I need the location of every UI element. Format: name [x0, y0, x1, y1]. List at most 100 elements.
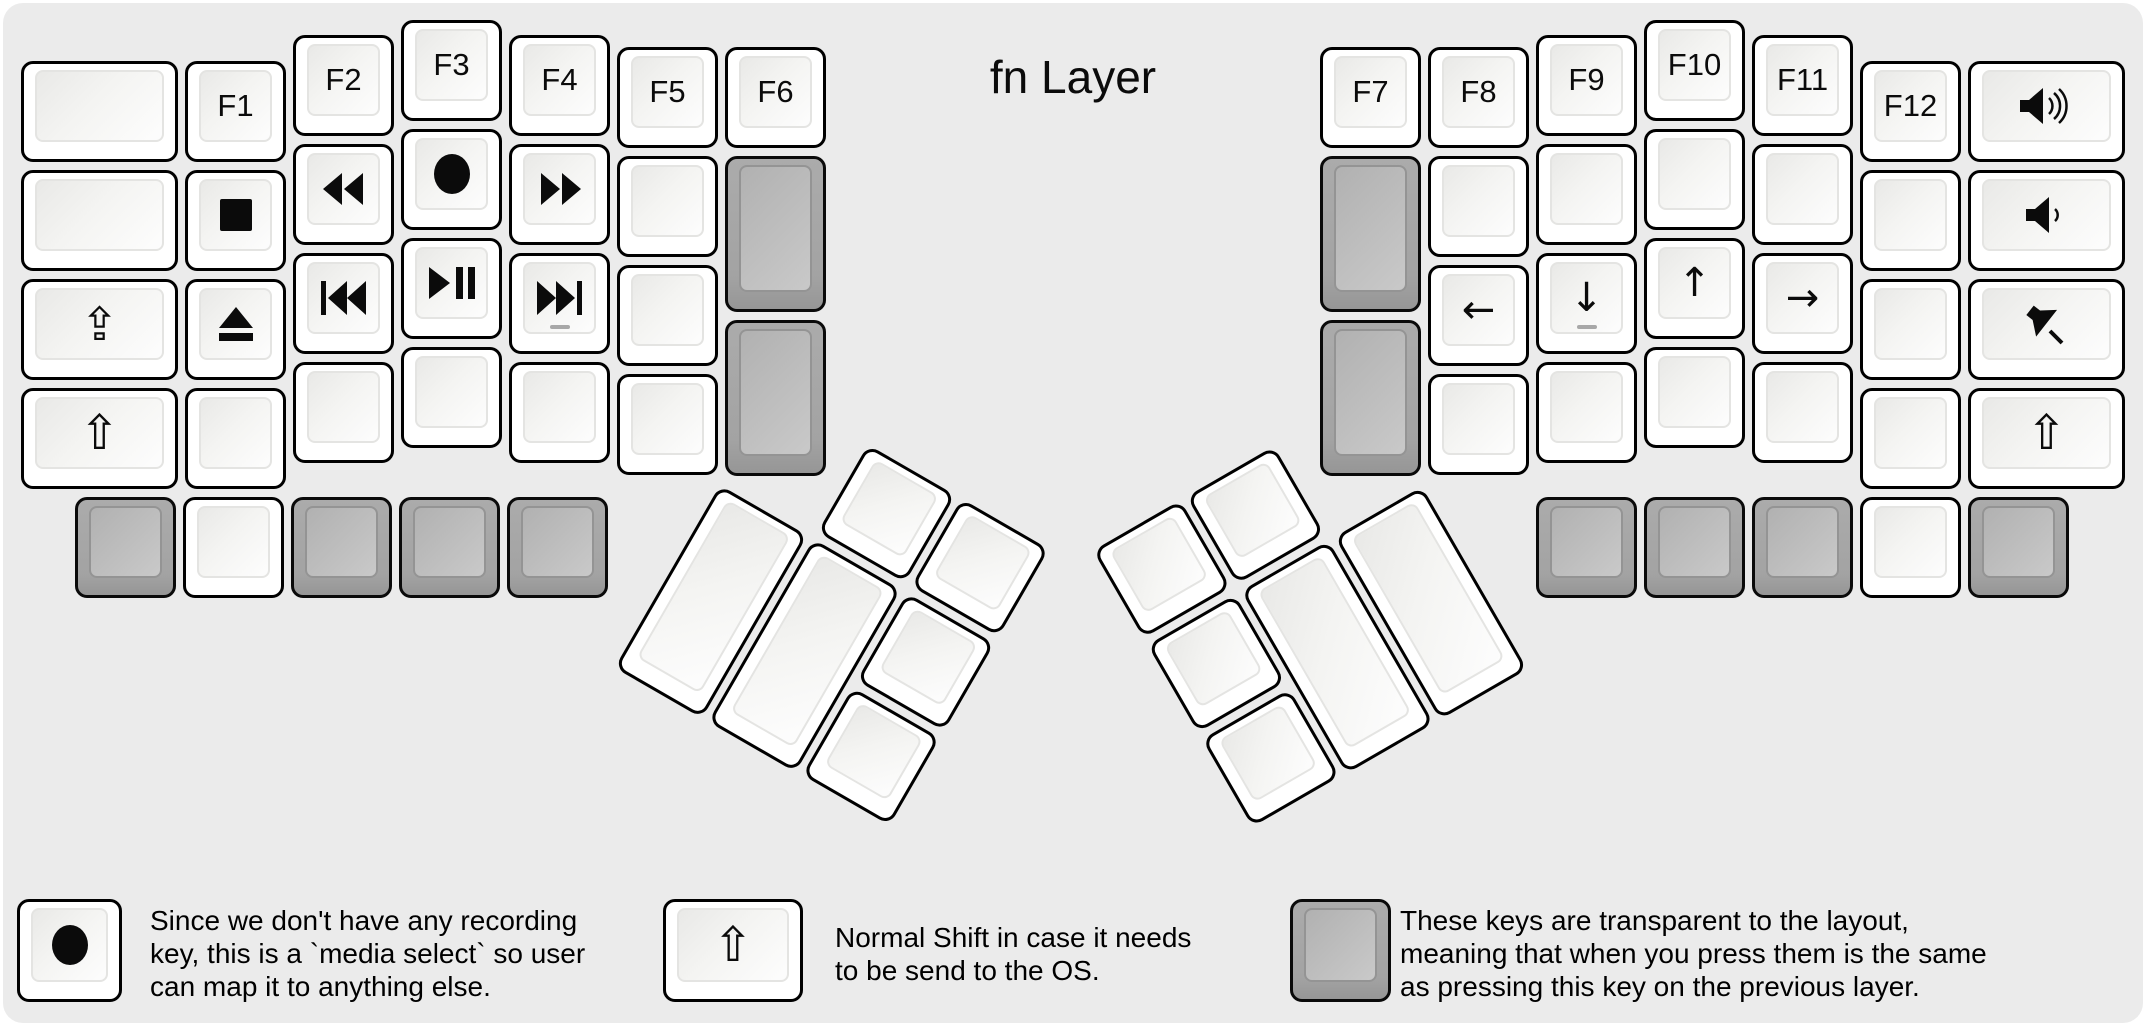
keycap-top — [307, 371, 380, 443]
arrow-down-icon: ↓ — [1569, 275, 1604, 321]
keycap-top — [631, 274, 704, 346]
key-media-stop[interactable] — [185, 170, 286, 271]
key-mute[interactable] — [1968, 279, 2125, 380]
key-f12[interactable]: F12 — [1860, 61, 1961, 162]
key-media-fast-forward[interactable] — [509, 144, 610, 245]
key-f10[interactable]: F10 — [1644, 20, 1745, 121]
key-f1[interactable]: F1 — [185, 61, 286, 162]
key-blank[interactable] — [1536, 144, 1637, 245]
key-f6[interactable]: F6 — [725, 47, 826, 148]
keycap-top — [415, 138, 488, 210]
keycap-top: F11 — [1766, 44, 1839, 116]
keycap-top — [631, 165, 704, 237]
legend-key-record[interactable] — [17, 899, 122, 1002]
key-blank[interactable] — [1428, 156, 1529, 257]
key-transparent[interactable] — [399, 497, 500, 598]
keycap-top — [933, 513, 1033, 613]
keycap-top — [1442, 383, 1515, 455]
key-blank[interactable] — [1860, 279, 1961, 380]
key-volume-down[interactable] — [1968, 170, 2125, 271]
key-blank[interactable] — [1860, 170, 1961, 271]
key-f4[interactable]: F4 — [509, 35, 610, 136]
key-blank[interactable] — [617, 374, 718, 475]
keycap-top: F9 — [1550, 44, 1623, 116]
keycap-top — [523, 371, 596, 443]
key-blank[interactable] — [183, 497, 284, 598]
key-blank[interactable] — [617, 265, 718, 366]
keycap-top — [1658, 356, 1731, 428]
key-blank[interactable] — [1428, 374, 1529, 475]
key-arrow-right[interactable]: → — [1752, 253, 1853, 354]
key-blank[interactable] — [1860, 388, 1961, 489]
key-f7[interactable]: F7 — [1320, 47, 1421, 148]
key-blank[interactable] — [1644, 347, 1745, 448]
key-arrow-left[interactable]: ← — [1428, 265, 1529, 366]
key-media-prev-track[interactable] — [293, 253, 394, 354]
key-transparent[interactable] — [1320, 156, 1421, 312]
key-caps-lock[interactable]: ⇪ — [21, 279, 178, 380]
key-transparent[interactable] — [1644, 497, 1745, 598]
keycap-top — [307, 262, 380, 334]
stop-icon — [219, 199, 252, 231]
key-blank[interactable] — [293, 362, 394, 463]
keycap-top: ↑ — [1658, 247, 1731, 319]
key-blank[interactable] — [1536, 362, 1637, 463]
key-blank[interactable] — [617, 156, 718, 257]
key-transparent[interactable] — [1320, 320, 1421, 476]
key-label: F2 — [325, 62, 362, 97]
legend-line: can map it to anything else. — [150, 971, 491, 1002]
key-blank[interactable] — [1752, 362, 1853, 463]
prev-track-icon — [320, 281, 367, 315]
key-blank[interactable] — [21, 61, 178, 162]
key-blank[interactable] — [401, 347, 502, 448]
keycap-top: F3 — [415, 29, 488, 101]
arrow-left-icon: ← — [1461, 287, 1496, 333]
key-transparent[interactable] — [507, 497, 608, 598]
key-shift-left[interactable]: ⇧ — [21, 388, 178, 489]
arrow-right-icon: → — [1785, 275, 1820, 321]
key-media-rewind[interactable] — [293, 144, 394, 245]
keycap-top — [1874, 506, 1947, 578]
keycap-top: ← — [1442, 274, 1515, 346]
legend-key-transparent[interactable] — [1290, 899, 1391, 1002]
keycap-top: F8 — [1442, 56, 1515, 128]
key-volume-up[interactable] — [1968, 61, 2125, 162]
key-transparent[interactable] — [75, 497, 176, 598]
keycap-top — [1658, 138, 1731, 210]
key-media-play-pause[interactable] — [401, 238, 502, 339]
key-transparent[interactable] — [291, 497, 392, 598]
key-f3[interactable]: F3 — [401, 20, 502, 121]
key-blank[interactable] — [1644, 129, 1745, 230]
key-label: F7 — [1352, 74, 1389, 109]
key-blank[interactable] — [1860, 497, 1961, 598]
key-transparent[interactable] — [1536, 497, 1637, 598]
key-blank[interactable] — [185, 388, 286, 489]
key-arrow-down[interactable]: ↓ — [1536, 253, 1637, 354]
key-transparent[interactable] — [1968, 497, 2069, 598]
arrow-up-icon: ↑ — [1677, 260, 1712, 306]
key-f8[interactable]: F8 — [1428, 47, 1529, 148]
key-label: F12 — [1883, 88, 1938, 123]
keycap-top — [199, 288, 272, 360]
key-blank[interactable] — [21, 170, 178, 271]
key-f9[interactable]: F9 — [1536, 35, 1637, 136]
key-f11[interactable]: F11 — [1752, 35, 1853, 136]
keycap-top — [1218, 703, 1318, 803]
legend-key-shift[interactable]: ⇧ — [663, 899, 803, 1002]
key-arrow-up[interactable]: ↑ — [1644, 238, 1745, 339]
key-media-next-track[interactable] — [509, 253, 610, 354]
key-blank[interactable] — [1752, 144, 1853, 245]
key-blank[interactable] — [509, 362, 610, 463]
keycap-top — [1334, 165, 1407, 292]
keycap-top — [1550, 371, 1623, 443]
key-shift-right[interactable]: ⇧ — [1968, 388, 2125, 489]
key-transparent[interactable] — [725, 320, 826, 476]
key-media-eject[interactable] — [185, 279, 286, 380]
mute-icon — [2024, 303, 2070, 345]
key-f5[interactable]: F5 — [617, 47, 718, 148]
key-transparent[interactable] — [725, 156, 826, 312]
key-transparent[interactable] — [1752, 497, 1853, 598]
key-f2[interactable]: F2 — [293, 35, 394, 136]
key-media-record[interactable] — [401, 129, 502, 230]
